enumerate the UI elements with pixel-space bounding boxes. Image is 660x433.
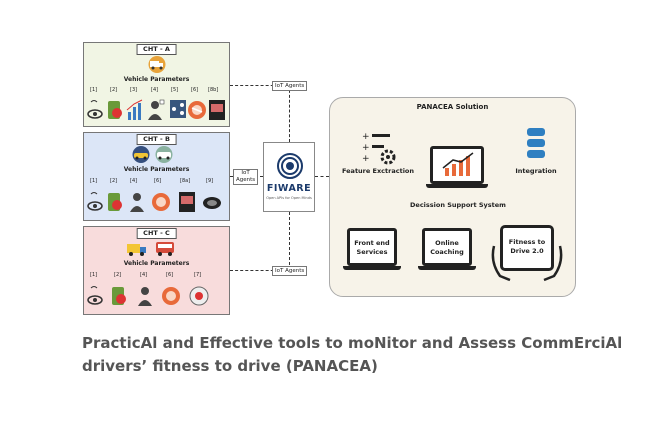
driver-icon [138, 287, 152, 306]
cht-c-panel: CHT - C Vehicle Parameters [1] [2] [4] [… [83, 226, 230, 315]
fitness-tablet: Fitness to Drive 2.0 [500, 225, 554, 271]
decision-support-laptop [430, 146, 484, 184]
cht-b-label: [1] [90, 178, 98, 184]
caption-line-1: PracticAl and Effective tools to moNitor… [82, 334, 623, 352]
eye-wifi-icon [87, 100, 103, 119]
fiware-tagline: Open APIs for Open Minds [266, 196, 312, 200]
fiware-box: FIWARE Open APIs for Open Minds [263, 142, 315, 212]
decision-support-label: Decission Support System [410, 201, 506, 209]
trend-chart-icon [442, 152, 474, 176]
steering-wheel-icon [152, 193, 170, 211]
panacea-title: PANACEA Solution [416, 103, 489, 111]
cht-b-title: Vehicle Parameters [123, 166, 190, 173]
eye-wifi-icon [87, 286, 103, 305]
connector-c [230, 270, 289, 271]
dashcam-icon [209, 100, 225, 120]
svg-text:+: + [362, 143, 370, 153]
online-coaching-label-1: Online [435, 239, 459, 247]
cht-c-label: [1] [90, 272, 98, 278]
cht-b-tag: CHT - B [136, 134, 177, 145]
feature-extraction-label: Feature Exctraction [341, 167, 415, 175]
cht-c-tag: CHT - C [136, 228, 177, 239]
steering-wheel-icon [162, 287, 180, 305]
eye-wifi-icon [87, 192, 103, 211]
cht-a-label: [2] [110, 87, 118, 93]
fiware-name: FIWARE [266, 183, 312, 194]
iot-agents-label-a: IoT Agents [272, 81, 308, 91]
iot-agents-label-c: IoT Agents [272, 266, 308, 276]
online-coaching-laptop: Online Coaching [422, 228, 472, 266]
cht-b-label: [6] [154, 178, 162, 184]
cht-a-label: [1] [90, 87, 98, 93]
fitness-label-1: Fitness to [508, 238, 546, 246]
caption-line-2: drivers’ fitness to drive (PANACEA) [82, 357, 378, 375]
cht-a-title: Vehicle Parameters [123, 76, 190, 83]
cht-b-label: [2] [110, 178, 118, 184]
integration-label: Integration [515, 167, 557, 175]
cht-c-sensor-icons [87, 286, 209, 306]
cht-c-label: [6] [166, 272, 174, 278]
iot-agents-line: Agents [236, 177, 256, 183]
driver-icon [130, 193, 144, 212]
heart-sensor-icon [112, 287, 126, 305]
driver-icon [148, 99, 165, 120]
cht-a-tag: CHT - A [136, 44, 177, 55]
truck-icon [148, 56, 166, 73]
connector-to-panacea [315, 176, 329, 177]
wristband-icon [203, 197, 221, 209]
cht-a-panel: CHT - A Vehicle Parameters [1] [2] [3] [… [83, 42, 230, 127]
front-end-label-1: Front end [354, 239, 390, 247]
online-coaching-label-2: Coaching [430, 248, 464, 256]
bus-icon [156, 242, 174, 256]
hands-icon [491, 245, 563, 282]
cht-a-label: [8b] [208, 87, 219, 93]
cht-c-label: [4] [140, 272, 148, 278]
truck-icon [127, 244, 146, 256]
fitness-label-2: Drive 2.0 [510, 247, 544, 255]
heart-sensor-icon [108, 101, 122, 119]
front-end-laptop: Front end Services [347, 228, 397, 266]
settings-list-icon: + + + [362, 132, 396, 165]
steering-wheel-icon [188, 101, 206, 119]
svg-text:+: + [362, 132, 370, 142]
cht-b-label: [9] [206, 178, 214, 184]
heart-sensor-icon [108, 193, 122, 211]
cht-a-sensor-icons [87, 99, 225, 120]
van-icon [155, 146, 173, 163]
cht-b-label: [4] [130, 178, 138, 184]
cht-a-label: [5] [171, 87, 179, 93]
svg-text:+: + [362, 154, 370, 164]
connector-vertical-bottom [289, 212, 290, 270]
fiware-logo-icon [277, 153, 303, 179]
cht-b-panel: CHT - B Vehicle Parameters [1] [2] [4] [… [83, 132, 230, 221]
cht-c-title: Vehicle Parameters [123, 260, 190, 267]
cht-a-label: [6] [191, 87, 199, 93]
cht-a-label: [4] [151, 87, 159, 93]
connector-a [230, 85, 289, 86]
taxi-icon [132, 146, 150, 163]
laptop-base [418, 266, 476, 270]
cht-b-label: [8a] [180, 178, 191, 184]
wheel-sensor-icon [189, 286, 209, 306]
cht-c-label: [2] [114, 272, 122, 278]
share-icon [170, 100, 186, 118]
connector-vertical-top [289, 85, 290, 142]
iot-agents-line: IoT [241, 170, 250, 176]
cht-a-label: [3] [130, 87, 138, 93]
laptop-base [343, 266, 401, 270]
iot-agents-label-b: IoT Agents [233, 169, 259, 185]
dashcam-icon [179, 192, 195, 212]
integration-icon [527, 128, 545, 158]
bar-chart-icon [126, 99, 143, 120]
panacea-solution-panel: PANACEA Solution + + + Feature Exctracti… [329, 97, 576, 297]
cht-c-label: [7] [194, 272, 202, 278]
cht-b-sensor-icons [87, 192, 221, 212]
laptop-base [426, 184, 488, 188]
front-end-label-2: Services [356, 248, 388, 256]
